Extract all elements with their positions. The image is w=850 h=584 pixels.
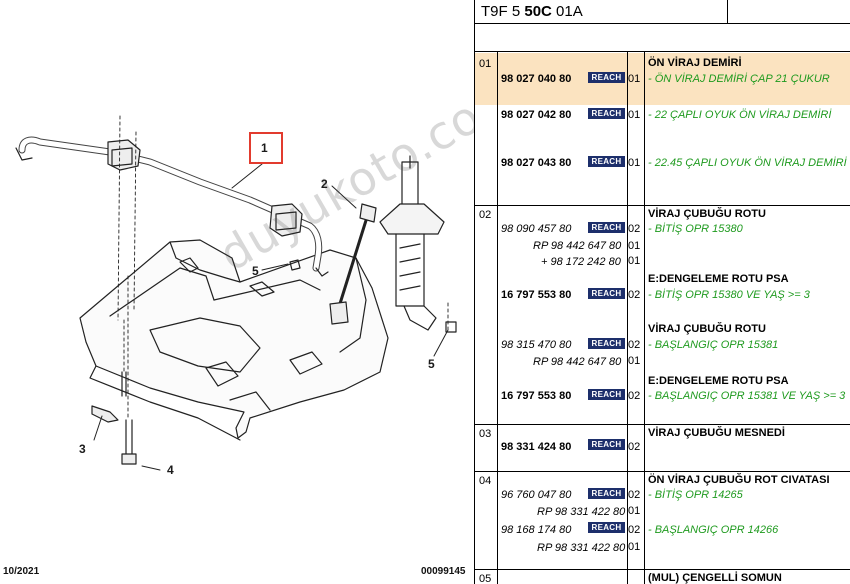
part-number[interactable]: 96 760 047 80 (501, 489, 572, 501)
part-number[interactable]: 16 797 553 80 (501, 390, 572, 402)
group-number: 04 (479, 475, 492, 487)
reach-badge: REACH (588, 108, 625, 119)
part-number[interactable]: 16 797 553 80 (501, 289, 572, 301)
part-number[interactable]: RP 98 442 647 80 (533, 356, 622, 368)
qty: 02 (628, 441, 641, 453)
part-number[interactable]: RP 98 442 647 80 (533, 240, 622, 252)
callout-2[interactable]: 2 (321, 177, 328, 191)
reach-badge: REACH (588, 288, 625, 299)
reach-badge: REACH (588, 488, 625, 499)
diagram-date: 10/2021 (3, 566, 40, 577)
qty: 01 (628, 505, 641, 517)
callout-1[interactable]: 1 (261, 141, 268, 155)
diagram-code: 00099145 (421, 566, 466, 577)
part-number[interactable]: 98 027 042 80 (501, 109, 572, 121)
qty: 02 (628, 489, 641, 501)
part-number[interactable]: 98 090 457 80 (501, 223, 572, 235)
part-note: - BAŞLANGIÇ OPR 15381 (648, 339, 779, 351)
qty: 02 (628, 223, 641, 235)
group-number: 03 (479, 428, 492, 440)
qty: 01 (628, 240, 641, 252)
group-number: 02 (479, 209, 492, 221)
part-title: ÖN VİRAJ DEMİRİ (648, 57, 742, 69)
model-code: T9F 5 50C 01A (481, 3, 583, 20)
group-number: 05 (479, 573, 492, 584)
part-title: ÖN VİRAJ ÇUBUĞU ROT CIVATASI (648, 474, 830, 486)
parts-table: T9F 5 50C 01A 01 ÖN VİRAJ DEMİRİ 98 027 … (474, 0, 850, 584)
part-title: (MUL) ÇENGELLİ SOMUN (648, 572, 782, 584)
qty: 01 (628, 109, 641, 121)
qty: 01 (628, 355, 641, 367)
qty: 02 (628, 524, 641, 536)
qty: 02 (628, 390, 641, 402)
selected-row-highlight (475, 53, 850, 105)
part-title: E:DENGELEME ROTU PSA (648, 273, 789, 285)
callout-box-1 (249, 132, 283, 164)
table-subheader (475, 24, 850, 52)
part-number[interactable]: 98 315 470 80 (501, 339, 572, 351)
qty: 01 (628, 73, 641, 85)
group-number: 01 (479, 58, 492, 70)
part-title: VİRAJ ÇUBUĞU ROTU (648, 208, 766, 220)
reach-badge: REACH (588, 439, 625, 450)
table-header: T9F 5 50C 01A (475, 0, 850, 24)
part-note: - BİTİŞ OPR 15380 (648, 223, 743, 235)
part-title: VİRAJ ÇUBUĞU ROTU (648, 323, 766, 335)
reach-badge: REACH (588, 222, 625, 233)
qty: 01 (628, 541, 641, 553)
part-number[interactable]: + 98 172 242 80 (541, 256, 621, 268)
callout-5a[interactable]: 5 (252, 264, 259, 278)
part-note: - BAŞLANGIÇ OPR 15381 VE YAŞ >= 3 (648, 390, 846, 402)
callout-5b[interactable]: 5 (428, 357, 435, 371)
callout-3[interactable]: 3 (79, 442, 86, 456)
qty: 01 (628, 255, 641, 267)
part-note: - 22.45 ÇAPLI OYUK ÖN VİRAJ DEMİRİ (648, 157, 847, 169)
callout-4[interactable]: 4 (167, 463, 174, 477)
reach-badge: REACH (588, 156, 625, 167)
qty: 01 (628, 157, 641, 169)
part-number[interactable]: 98 331 424 80 (501, 441, 572, 453)
part-number[interactable]: 98 027 043 80 (501, 157, 572, 169)
part-title: VİRAJ ÇUBUĞU MESNEDİ (648, 427, 785, 439)
reach-badge: REACH (588, 389, 625, 400)
part-title: E:DENGELEME ROTU PSA (648, 375, 789, 387)
part-note: - BİTİŞ OPR 15380 VE YAŞ >= 3 (648, 289, 810, 301)
reach-badge: REACH (588, 72, 625, 83)
part-number[interactable]: 98 027 040 80 (501, 73, 572, 85)
part-note: - BİTİŞ OPR 14265 (648, 489, 743, 501)
part-note: - BAŞLANGIÇ OPR 14266 (648, 524, 779, 536)
part-note: - ÖN VİRAJ DEMİRİ ÇAP 21 ÇUKUR (648, 73, 830, 85)
qty: 02 (628, 289, 641, 301)
reach-badge: REACH (588, 338, 625, 349)
part-number[interactable]: RP 98 331 422 80 (537, 506, 626, 518)
part-note: - 22 ÇAPLI OYUK ÖN VİRAJ DEMİRİ (648, 109, 832, 121)
diagram-drawing (15, 115, 457, 471)
qty: 02 (628, 339, 641, 351)
reach-badge: REACH (588, 522, 625, 533)
part-number[interactable]: RP 98 331 422 80 (537, 542, 626, 554)
part-number[interactable]: 98 168 174 80 (501, 524, 572, 536)
parts-diagram: 1 2 3 4 5 5 duyukoto.com 10/2021 0009914… (3, 65, 530, 577)
